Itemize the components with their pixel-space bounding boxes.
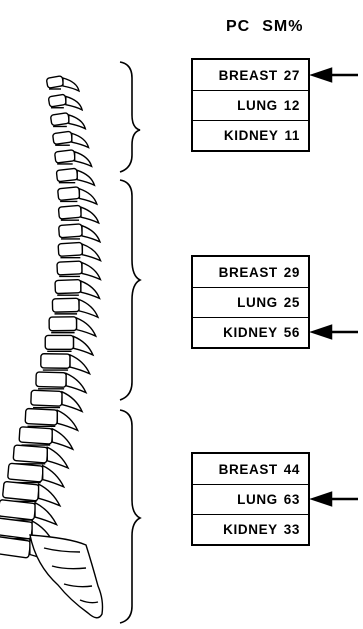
highlight-arrow-icon bbox=[313, 326, 331, 338]
highlight-arrow-icon bbox=[313, 493, 331, 505]
highlight-arrow-icon bbox=[313, 69, 331, 81]
